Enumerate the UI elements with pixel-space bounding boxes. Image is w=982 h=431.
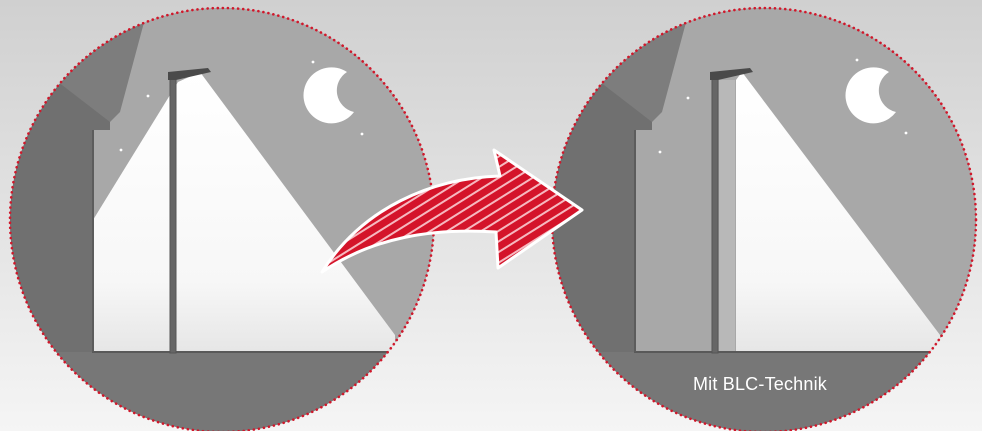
pole-shadow [719,80,735,352]
